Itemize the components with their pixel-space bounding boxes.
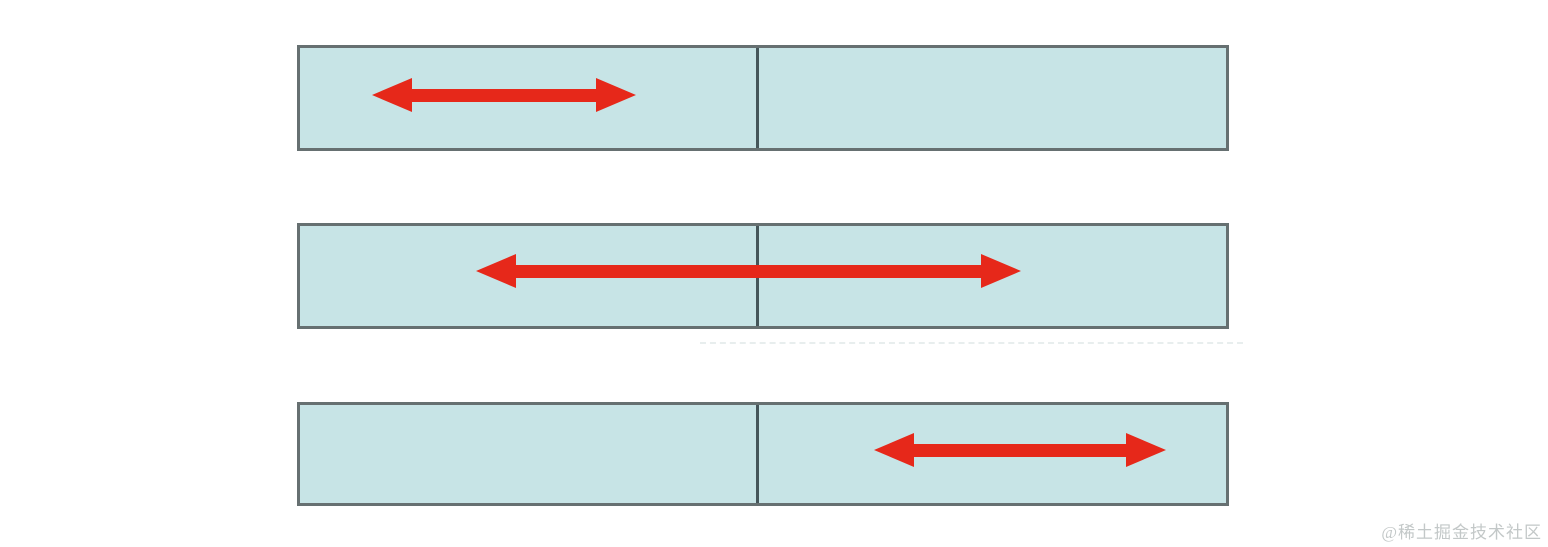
arrow-left-head-icon (476, 254, 516, 288)
top-bar (297, 45, 1229, 151)
arrow-right-head-icon (981, 254, 1021, 288)
arrow-right-head-icon (596, 78, 636, 112)
bottom-bar-span-arrow (874, 433, 1166, 467)
faint-artifact-line (700, 342, 1243, 344)
arrow-shaft (512, 264, 985, 278)
watermark-text: @稀土掘金技术社区 (1381, 522, 1542, 542)
arrow-right-head-icon (1126, 433, 1166, 467)
top-bar-divider (756, 48, 759, 148)
middle-bar (297, 223, 1229, 329)
arrow-shaft (408, 88, 600, 102)
top-bar-span-arrow (372, 78, 636, 112)
middle-bar-span-arrow (476, 254, 1021, 288)
bottom-bar (297, 402, 1229, 506)
arrow-left-head-icon (372, 78, 412, 112)
arrow-left-head-icon (874, 433, 914, 467)
bottom-bar-divider (756, 405, 759, 503)
arrow-shaft (910, 443, 1130, 457)
